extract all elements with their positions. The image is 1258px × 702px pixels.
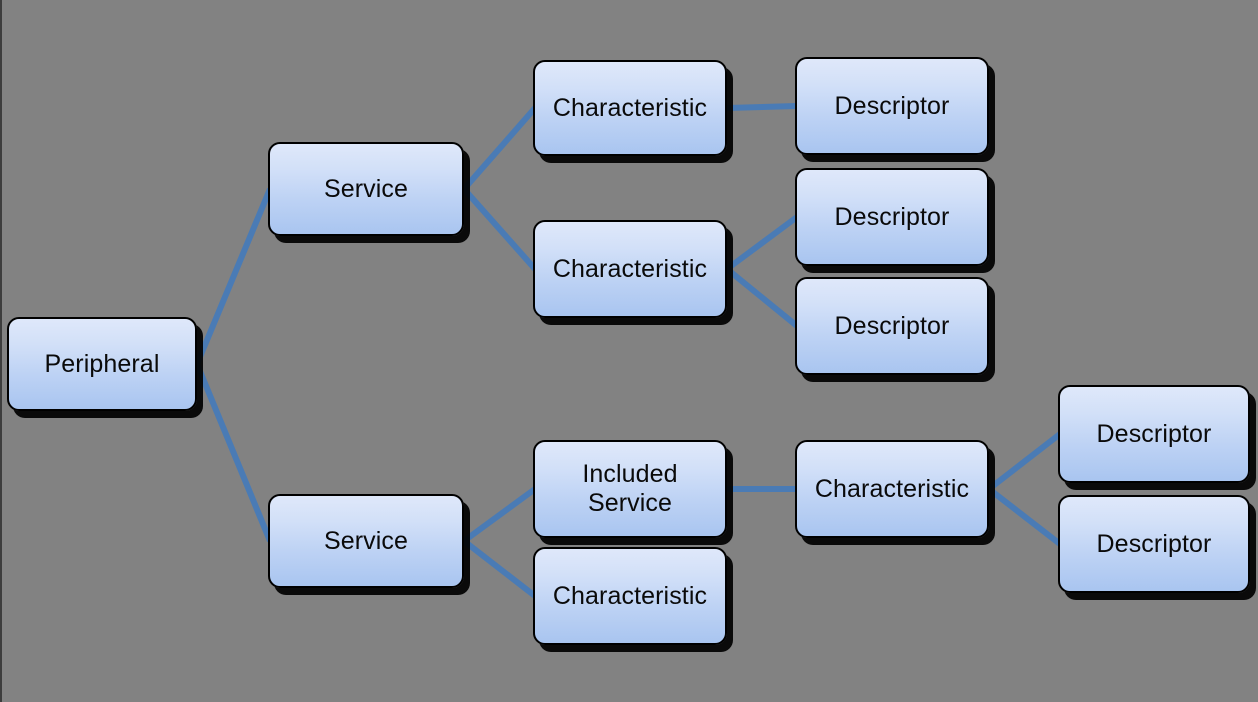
connector-peripheral-to-service-bottom — [194, 362, 273, 543]
node-label: Service — [323, 175, 409, 203]
node-label: Included Service — [582, 460, 678, 517]
connector-service-bottom-to-char-3 — [462, 538, 537, 599]
connector-char-4-to-desc-4 — [987, 431, 1062, 492]
node-label: Characteristic — [552, 94, 708, 122]
node-desc-4[interactable]: Descriptor — [1058, 385, 1250, 483]
node-label: Peripheral — [44, 350, 160, 378]
node-desc-3[interactable]: Descriptor — [795, 277, 989, 375]
left-edge-strip — [0, 0, 2, 702]
node-included-service[interactable]: Included Service — [533, 440, 727, 538]
connector-service-top-to-char-2 — [461, 187, 538, 271]
connector-service-bottom-to-included-service — [462, 486, 537, 544]
node-label: Descriptor — [1096, 420, 1212, 448]
connector-char-2-to-desc-2 — [725, 214, 799, 272]
node-char-1[interactable]: Characteristic — [533, 60, 727, 156]
node-char-3[interactable]: Characteristic — [533, 547, 727, 645]
node-service-top[interactable]: Service — [268, 142, 464, 236]
connector-char-4-to-desc-5 — [987, 486, 1062, 547]
node-service-bottom[interactable]: Service — [268, 494, 464, 588]
node-desc-1[interactable]: Descriptor — [795, 57, 989, 155]
connector-char-1-to-desc-1 — [726, 103, 798, 111]
node-peripheral[interactable]: Peripheral — [7, 317, 197, 411]
node-label: Service — [323, 527, 409, 555]
node-label: Descriptor — [1096, 530, 1212, 558]
node-label: Descriptor — [834, 92, 950, 120]
connector-peripheral-to-service-top — [194, 187, 273, 366]
node-desc-2[interactable]: Descriptor — [795, 168, 989, 266]
connector-service-top-to-char-1 — [461, 106, 538, 191]
node-label: Descriptor — [834, 312, 950, 340]
node-char-2[interactable]: Characteristic — [533, 220, 727, 318]
node-label: Characteristic — [814, 475, 970, 503]
node-label: Characteristic — [552, 255, 708, 283]
node-desc-5[interactable]: Descriptor — [1058, 495, 1250, 593]
connector-char-2-to-desc-3 — [725, 266, 799, 329]
node-label: Characteristic — [552, 582, 708, 610]
node-label: Descriptor — [834, 203, 950, 231]
node-char-4[interactable]: Characteristic — [795, 440, 989, 538]
